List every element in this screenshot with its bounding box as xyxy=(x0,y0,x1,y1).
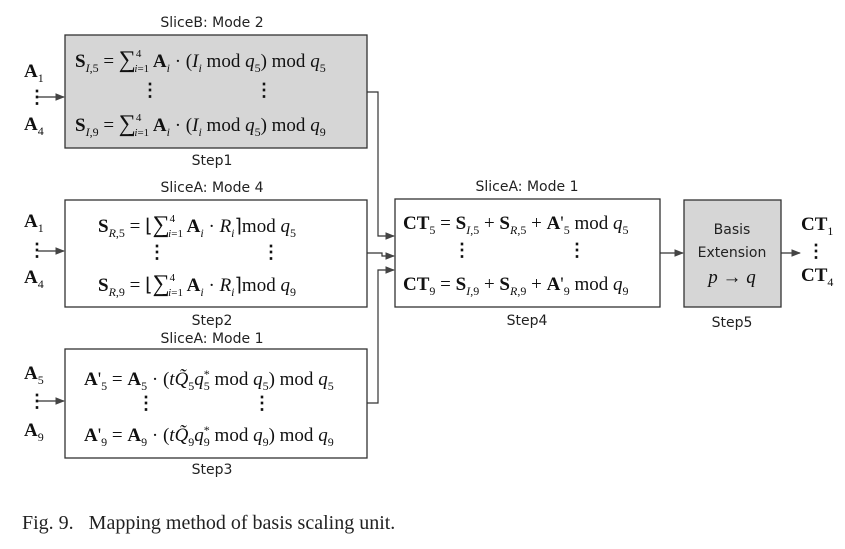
step3-eq-bottom: A'9 = A9 · (tQ̃9q*9 mod q9) mod q9 xyxy=(84,423,334,449)
step2-slice-title: SliceA: Mode 4 xyxy=(161,180,264,196)
step3-group: SliceA: Mode 1 A'5 = A5 · (tQ̃5q*5 mod q… xyxy=(24,331,368,478)
step5-box-line2: Extension xyxy=(698,245,767,261)
step5-box-line1: Basis xyxy=(714,222,751,238)
step2-input-top: A1 xyxy=(24,211,44,235)
step5-output-vdots: ⋮ xyxy=(807,241,825,261)
step5-box xyxy=(683,199,782,308)
figure-caption: Fig. 9. Mapping method of basis scaling … xyxy=(22,512,396,534)
step1-label: Step1 xyxy=(192,153,233,169)
step3-input-vdots: ⋮ xyxy=(28,391,46,411)
step2-vdots-right: ⋮ xyxy=(262,242,280,262)
step5-group: Basis Extension p → q Step5 CT1 ⋮ CT4 xyxy=(683,199,833,331)
step4-vdots-right: ⋮ xyxy=(568,240,586,260)
step4-box xyxy=(394,198,661,308)
step4-vdots-left: ⋮ xyxy=(453,240,471,260)
step3-vdots-right: ⋮ xyxy=(253,393,271,413)
step4-group: SliceA: Mode 1 CT5 = SI,5 + SR,5 + A'5 m… xyxy=(394,179,661,329)
step3-vdots-left: ⋮ xyxy=(137,393,155,413)
step2-input-bottom: A4 xyxy=(24,267,44,291)
step1-vdots-left: ⋮ xyxy=(141,80,159,100)
connectors xyxy=(367,91,801,404)
step5-label: Step5 xyxy=(712,315,753,331)
step5-mapping: p → q xyxy=(706,267,756,288)
step2-label: Step2 xyxy=(192,313,233,329)
step4-slice-title: SliceA: Mode 1 xyxy=(476,179,579,195)
step4-eq-bottom: CT9 = SI,9 + SR,9 + A'9 mod q9 xyxy=(403,274,629,298)
step1-input-vdots: ⋮ xyxy=(28,87,46,107)
connector-step1-step4 xyxy=(367,91,395,240)
step2-vdots-left: ⋮ xyxy=(148,242,166,262)
step5-output-bottom: CT4 xyxy=(801,265,833,289)
step2-input-vdots: ⋮ xyxy=(28,240,46,260)
step1-slice-title: SliceB: Mode 2 xyxy=(160,15,263,31)
step3-input-bottom: A9 xyxy=(24,420,44,444)
step3-box xyxy=(64,348,368,459)
step3-input-top: A5 xyxy=(24,363,44,387)
step5-output-top: CT1 xyxy=(801,214,833,238)
step4-label: Step4 xyxy=(507,313,548,329)
step1-vdots-right: ⋮ xyxy=(255,80,273,100)
step3-slice-title: SliceA: Mode 1 xyxy=(161,331,264,347)
step3-eq-top: A'5 = A5 · (tQ̃5q*5 mod q5) mod q5 xyxy=(84,367,334,393)
step2-box xyxy=(64,199,368,308)
step1-input-top: A1 xyxy=(24,61,44,85)
connector-step3-step4 xyxy=(367,266,395,404)
step4-eq-top: CT5 = SI,5 + SR,5 + A'5 mod q5 xyxy=(403,213,629,237)
connector-step2-step4 xyxy=(367,252,395,260)
step3-label: Step3 xyxy=(192,462,233,478)
step1-input-bottom: A4 xyxy=(24,114,44,138)
step1-box xyxy=(64,34,368,149)
